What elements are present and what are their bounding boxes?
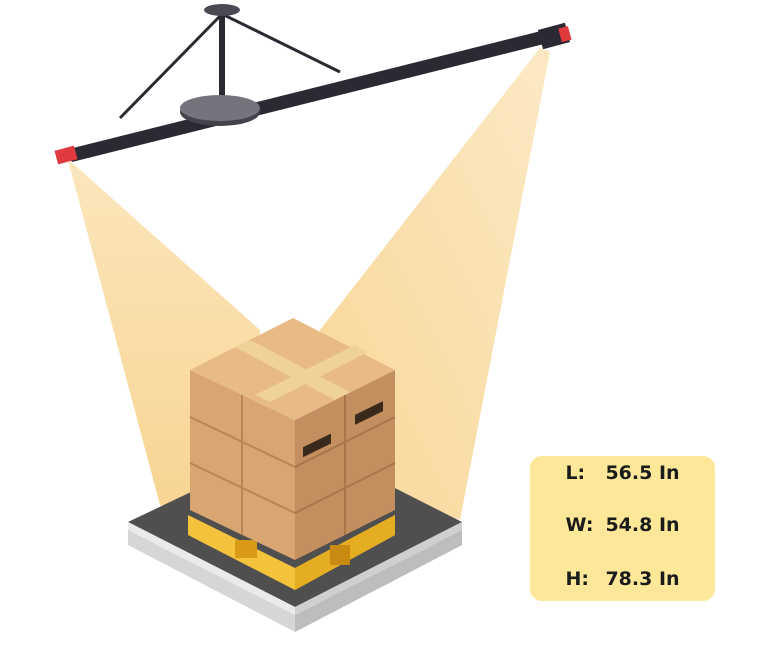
box-stack xyxy=(189,318,396,560)
length-label: L: xyxy=(565,462,586,484)
width-readout: W: 54.8 In xyxy=(530,514,715,536)
camera-rig xyxy=(54,4,572,165)
height-label: H: xyxy=(565,568,589,590)
length-readout: L: 56.5 In xyxy=(530,462,715,484)
width-value: 54.8 In xyxy=(605,514,680,536)
dimensions-panel: L: 56.5 In W: 54.8 In H: 78.3 In xyxy=(530,456,715,601)
height-value: 78.3 In xyxy=(605,568,680,590)
camera-left xyxy=(54,145,78,165)
height-readout: H: 78.3 In xyxy=(530,568,715,590)
width-label: W: xyxy=(565,514,594,536)
pallet xyxy=(188,515,395,590)
length-value: 56.5 In xyxy=(605,462,680,484)
